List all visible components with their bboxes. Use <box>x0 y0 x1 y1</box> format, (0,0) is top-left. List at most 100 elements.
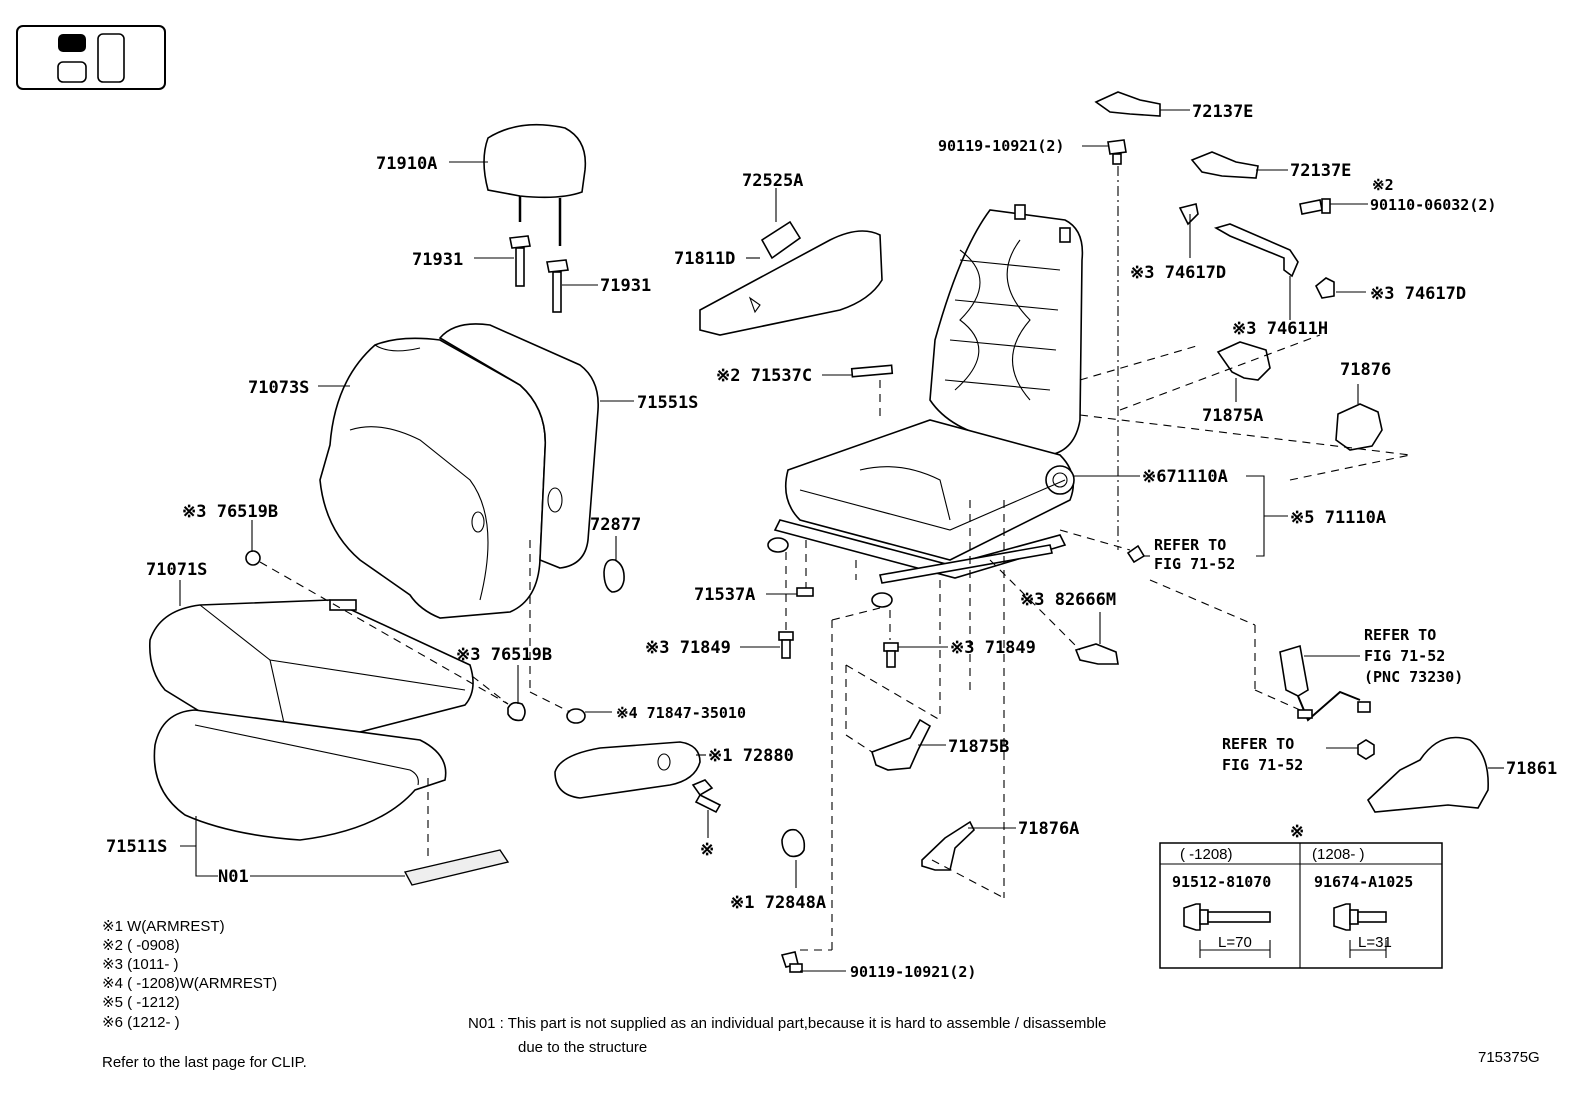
71861-part <box>1366 736 1489 813</box>
armrest-bolt-part <box>691 779 722 814</box>
90110-bolt-part <box>1299 198 1331 215</box>
headrest-guide-part <box>509 235 569 313</box>
71537A-part <box>796 587 814 597</box>
note-1: ※1 W(ARMREST) <box>102 918 225 935</box>
cushion-cover-part <box>148 599 474 751</box>
label-71861: 71861 <box>1506 759 1557 779</box>
72137E-part <box>1094 91 1259 179</box>
label-90119-top: 90119-10921(2) <box>938 137 1064 155</box>
note-4: ※4 ( -1208)W(ARMREST) <box>102 975 277 992</box>
bolt-table-mark: ※ <box>1290 822 1304 842</box>
label-82666M: ※3 82666M <box>1020 590 1116 610</box>
label-71551S: 71551S <box>637 393 698 413</box>
label-90119-bottom: 90119-10921(2) <box>850 963 976 981</box>
bottom-bolt-part <box>780 951 803 973</box>
76519B-clips-part <box>245 550 526 722</box>
label-N01: N01 <box>218 867 249 887</box>
74617D-part <box>1178 203 1335 299</box>
nut-part <box>1357 739 1375 760</box>
bolt-col1-range: ( -1208) <box>1180 846 1233 863</box>
bolt-short-icon <box>1333 903 1387 958</box>
label-72137E-b: 72137E <box>1290 161 1351 181</box>
label-71847-35010: ※4 71847-35010 <box>616 704 746 722</box>
71876-part <box>1335 403 1383 451</box>
label-71876A: 71876A <box>1018 819 1079 839</box>
82666M-part <box>1074 643 1119 665</box>
assembly-dashed-lines <box>259 166 1411 951</box>
note-n01-line2: due to the structure <box>518 1039 647 1056</box>
bolt-table: ※ ( -1208) (1208- ) 91512-81070 91674-A1… <box>1159 822 1443 969</box>
71875B-part <box>871 718 932 771</box>
71876A-part <box>921 820 975 871</box>
part-labels: 71910A 71931 71931 72525A 71811D 71073S … <box>106 102 1557 981</box>
label-71849-a: ※3 71849 <box>645 638 731 658</box>
note-5: ※5 ( -1212) <box>102 994 180 1011</box>
side-shield-part <box>699 220 883 336</box>
leader-lines <box>179 109 1504 972</box>
refer-clip-part <box>1126 544 1146 564</box>
seatback-pad-part <box>438 323 599 569</box>
label-71876: 71876 <box>1340 360 1391 380</box>
label-refer-2c: (PNC 73230) <box>1364 668 1463 686</box>
note-clip: Refer to the last page for CLIP. <box>102 1054 307 1071</box>
label-72848A: ※1 72848A <box>730 893 826 913</box>
seat-belt-buckle-part <box>1279 644 1371 722</box>
label-71071S: 71071S <box>146 560 207 580</box>
label-71931-a: 71931 <box>412 250 463 270</box>
bolt-col2-range: (1208- ) <box>1312 846 1365 863</box>
label-refer-3b: FIG 71-52 <box>1222 756 1303 774</box>
71537C-part <box>850 364 894 378</box>
label-72880: ※1 72880 <box>708 746 794 766</box>
seat-position-icon <box>16 25 166 90</box>
label-90110-mark: ※2 <box>1372 176 1394 194</box>
cushion-pad-part <box>153 709 447 841</box>
label-71110A-5: ※5 71110A <box>1290 508 1386 528</box>
label-mark: ※ <box>700 840 714 860</box>
label-71511S: 71511S <box>106 837 167 857</box>
bolt-long-icon <box>1183 903 1271 958</box>
n01-part <box>403 849 510 886</box>
label-refer-2b: FIG 71-52 <box>1364 647 1445 665</box>
label-74617D-a: ※3 74617D <box>1130 263 1226 283</box>
71849-bolts-part <box>778 631 899 668</box>
label-71073S: 71073S <box>248 378 309 398</box>
label-76519B-mid: ※3 76519B <box>456 645 552 665</box>
label-74611H: ※3 74611H <box>1232 319 1328 339</box>
note-6: ※6 (1212- ) <box>102 1014 180 1031</box>
label-refer-2a: REFER TO <box>1364 626 1436 644</box>
label-71811D: 71811D <box>674 249 735 269</box>
label-71110A-6: ※671110A <box>1142 467 1228 487</box>
label-71931-b: 71931 <box>600 276 651 296</box>
seat-frame-part <box>767 204 1084 608</box>
bolt-col2-part: 91674-A1025 <box>1314 873 1413 891</box>
label-refer-3a: REFER TO <box>1222 735 1294 753</box>
label-refer-1b: FIG 71-52 <box>1154 555 1235 573</box>
label-90110: 90110-06032(2) <box>1370 196 1496 214</box>
bolt-col2-length: L=31 <box>1358 934 1392 951</box>
label-71537C: ※2 71537C <box>716 366 812 386</box>
label-71537A: 71537A <box>694 585 755 605</box>
label-76519B-top: ※3 76519B <box>182 502 278 522</box>
label-71910A: 71910A <box>376 154 437 174</box>
72877-part <box>603 558 625 593</box>
label-72525A: 72525A <box>742 171 803 191</box>
74611H-part <box>1213 223 1299 278</box>
label-72137E-a: 72137E <box>1192 102 1253 122</box>
bolt-col1-length: L=70 <box>1218 934 1252 951</box>
footnotes: ※1 W(ARMREST) ※2 ( -0908) ※3 (1011- ) ※4… <box>102 918 1540 1071</box>
headrest-part <box>483 123 587 246</box>
label-71875B: 71875B <box>948 737 1009 757</box>
label-71875A: 71875A <box>1202 406 1263 426</box>
label-refer-1a: REFER TO <box>1154 536 1226 554</box>
71875A-part <box>1216 341 1271 381</box>
71847-part <box>566 708 586 724</box>
note-3: ※3 (1011- ) <box>102 956 179 973</box>
bolt-col1-part: 91512-81070 <box>1172 873 1271 891</box>
72848A-part <box>781 828 806 858</box>
figure-code: 715375G <box>1478 1049 1540 1066</box>
armrest-part <box>554 741 701 799</box>
note-n01-line1: N01 : This part is not supplied as an in… <box>468 1015 1106 1032</box>
label-74617D-b: ※3 74617D <box>1370 284 1466 304</box>
label-71849-b: ※3 71849 <box>950 638 1036 658</box>
